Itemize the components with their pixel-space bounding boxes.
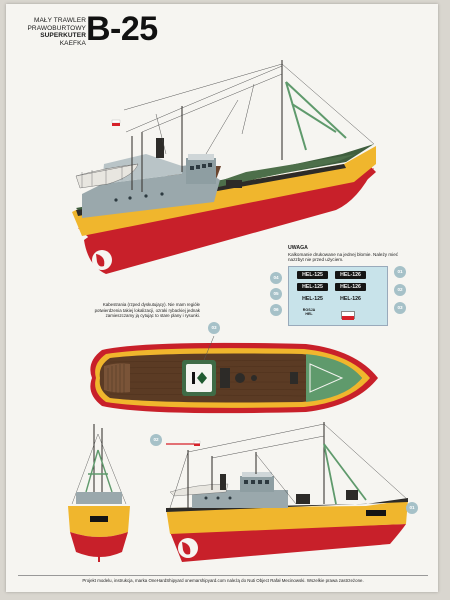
decal-small-label: ROSJA HEL xyxy=(299,308,319,316)
decal-plate: HEL-125 xyxy=(302,296,323,302)
subtitle-line-3: SUPERKUTER xyxy=(40,32,86,40)
step-marker: 03 xyxy=(208,322,220,334)
decal-plate: HEL-126 xyxy=(335,283,366,291)
ship-illustrations xyxy=(68,60,409,562)
decal-small-line-2: HEL xyxy=(305,312,313,316)
subtitle-line-2: PRAWOBURTOWY xyxy=(27,24,86,32)
step-marker: 06 xyxy=(270,304,282,316)
decal-sheet: HEL-125 HEL-126 HEL-125 HEL-126 HEL-125 … xyxy=(288,266,388,326)
decal-plate: HEL-125 xyxy=(297,271,328,279)
uwaga-note: UWAGA Kalkomanie drukowane na jednej blo… xyxy=(288,245,406,263)
ship-side-view xyxy=(166,422,409,562)
uwaga-heading: UWAGA xyxy=(288,245,308,251)
decal-small-line-1: ROSJA xyxy=(302,308,316,312)
step-marker: 05 xyxy=(270,288,282,300)
capstan-note: Kabestrania (rzped dyskutujący). Nie mam… xyxy=(94,302,200,318)
step-marker: 02 xyxy=(150,434,162,446)
page-title: B-25 xyxy=(86,10,158,48)
uwaga-text: Kalkomanie drukowane na jednej blomie. N… xyxy=(288,251,399,263)
subtitle-line-1: MAŁY TRAWLER xyxy=(33,17,86,24)
instruction-page: MAŁY TRAWLER PRAWOBURTOWY SUPERKUTER KAE… xyxy=(6,4,438,592)
hull-yellow-perspective xyxy=(72,146,376,236)
model-subtitle: MAŁY TRAWLER PRAWOBURTOWY SUPERKUTER KAE… xyxy=(20,17,86,47)
copyright-footer: Projekt modelu, instrukcja, marka OneHar… xyxy=(18,575,428,583)
step-marker: 01 xyxy=(406,502,418,514)
flag-decal-icon xyxy=(341,311,355,320)
decal-plate: HEL-125 xyxy=(297,283,328,291)
superstructure-perspective xyxy=(82,164,220,218)
step-marker: 03 xyxy=(394,302,406,314)
decal-plate: HEL-126 xyxy=(340,296,361,302)
step-marker: 01 xyxy=(394,266,406,278)
decal-plate: HEL-126 xyxy=(335,271,366,279)
subtitle-line-4: KAEFKA xyxy=(59,39,86,47)
side-view-hull-red xyxy=(170,524,406,562)
step-marker: 02 xyxy=(394,284,406,296)
ship-stern-view xyxy=(68,424,130,562)
ship-perspective-view xyxy=(72,60,376,274)
ship-top-view xyxy=(90,335,378,414)
step-marker: 04 xyxy=(270,272,282,284)
